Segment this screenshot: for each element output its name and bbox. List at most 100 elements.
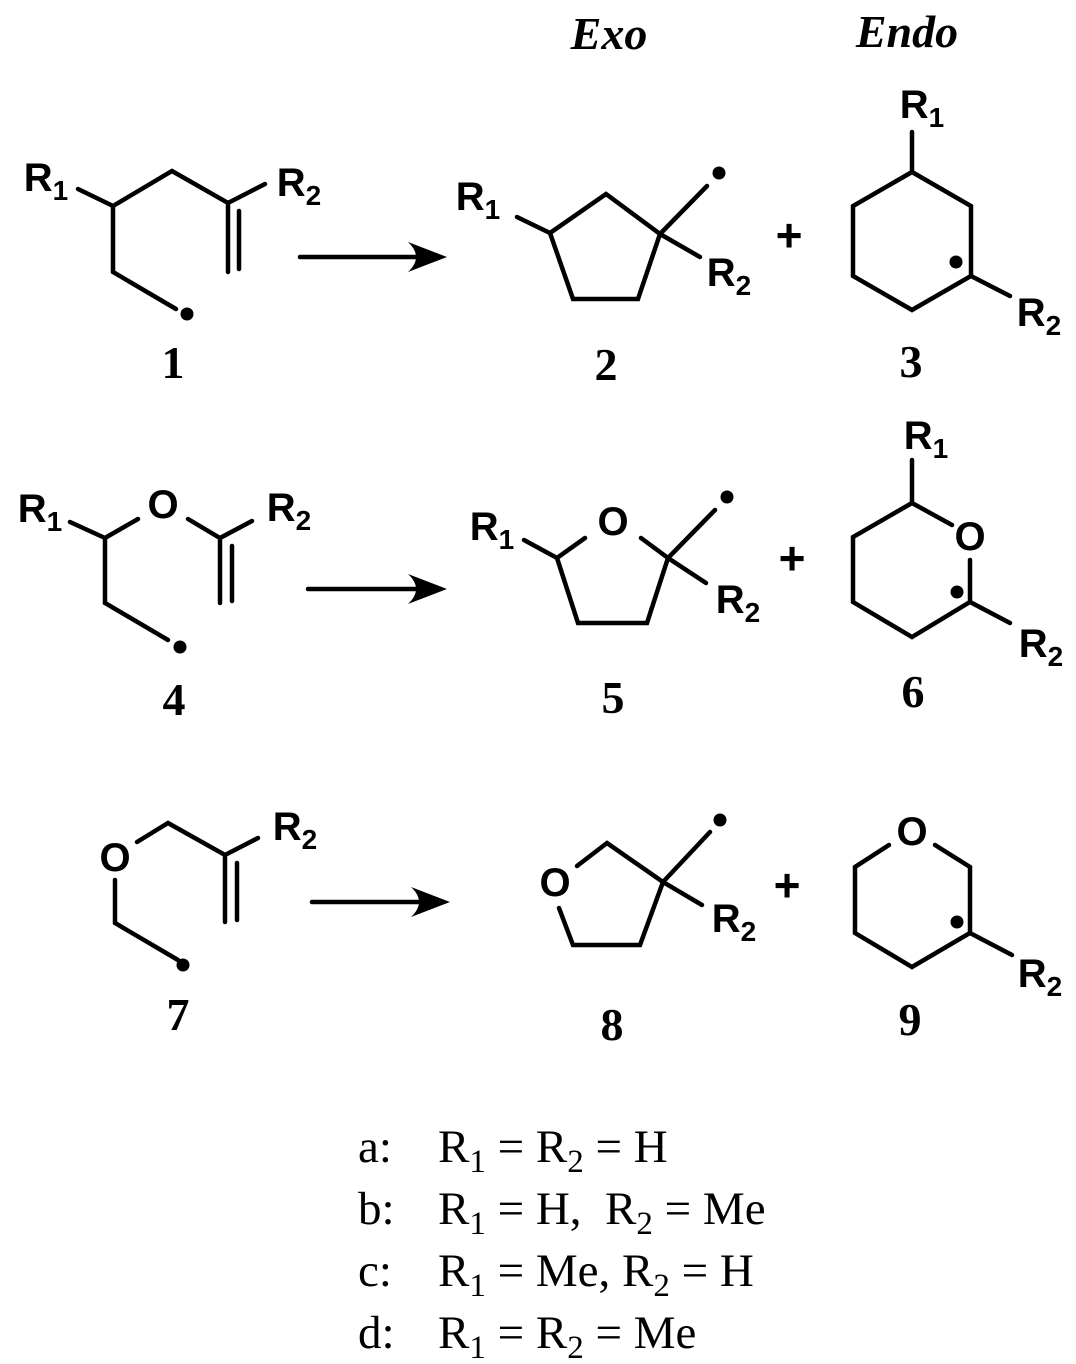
reaction-arrow-1 — [297, 242, 447, 272]
arrow-head-icon — [408, 574, 447, 604]
r-subscript-2: 2 — [1045, 310, 1062, 341]
structure-7-skeleton — [112, 820, 261, 972]
r-symbol: R — [1017, 952, 1047, 996]
r-subscript-2: 2 — [1046, 971, 1063, 1002]
oxygen-label: O — [896, 810, 928, 854]
r-subscript-2: 2 — [305, 180, 322, 211]
structure-2-skeleton — [514, 166, 726, 302]
r1-label: R1 — [23, 156, 68, 205]
radical-dot — [712, 166, 726, 180]
radical-dot — [950, 585, 964, 599]
r1-label: R1 — [18, 489, 62, 536]
r2-label: R2 — [266, 486, 311, 535]
r-subscript-2: 2 — [1047, 641, 1064, 672]
r-symbol: R — [711, 897, 741, 941]
r-subscript-1: 1 — [932, 433, 949, 464]
r-symbol: R — [266, 486, 296, 530]
structure-6-skeleton — [850, 457, 1013, 640]
r-symbol: R — [469, 505, 499, 549]
endo-header: Endo — [855, 6, 959, 57]
r-subscript-1: 1 — [498, 524, 515, 555]
compound-number-5: 5 — [601, 672, 625, 723]
r-symbol: R — [272, 805, 302, 849]
r-symbol: R — [455, 175, 485, 219]
r-subscript-2: 2 — [744, 597, 761, 628]
r1-label: R1 — [903, 414, 948, 463]
structure-4-bonds — [67, 516, 255, 643]
compound-number-8: 8 — [600, 999, 624, 1050]
r2-label: R2 — [715, 578, 760, 627]
oxygen-label: O — [539, 861, 571, 905]
legend-formula: R1 = R2 = H — [438, 1121, 668, 1180]
legend-formula: R1 = Me, R2 = H — [438, 1245, 754, 1304]
radical-dot — [176, 958, 190, 972]
radical-dot — [180, 307, 194, 321]
structure-9-skeleton — [852, 842, 1015, 970]
oxygen-label: O — [597, 500, 629, 544]
structure-1-skeleton — [75, 168, 268, 321]
r2-label: R2 — [711, 897, 756, 946]
legend-key: c: — [358, 1245, 392, 1297]
r-subscript-2: 2 — [740, 916, 757, 947]
r2-label: R2 — [706, 251, 751, 300]
r-subscript-2: 2 — [295, 505, 312, 536]
compound-number-3: 3 — [899, 336, 923, 387]
legend-key: d: — [358, 1307, 395, 1359]
compound-number-1: 1 — [161, 337, 185, 388]
radical-dot — [720, 490, 734, 504]
r-subscript-1: 1 — [52, 175, 69, 206]
r-subscript-1: 1 — [46, 506, 63, 537]
structure-6-bonds — [850, 457, 1013, 640]
legend-row-d: d: R1 = R2 = Me — [358, 1302, 766, 1364]
compound-number-2: 2 — [594, 339, 618, 390]
r2-label: R2 — [1017, 293, 1061, 340]
r-subscript-1: 1 — [484, 194, 501, 225]
legend-row-b: b: R1 = H, R2 = Me — [358, 1178, 766, 1242]
structure-3-bonds — [850, 129, 1013, 313]
r-symbol: R — [715, 578, 745, 622]
compound-number-7: 7 — [166, 989, 190, 1040]
r2-label: R2 — [276, 161, 321, 210]
radical-dot — [713, 813, 727, 827]
structure-2-bonds — [514, 183, 710, 302]
legend-key: a: — [358, 1121, 392, 1173]
exo-header: Exo — [570, 8, 648, 59]
r1-label: R1 — [899, 83, 944, 132]
r-symbol: R — [706, 251, 736, 295]
r1-label: R1 — [455, 175, 500, 224]
r-subscript-2: 2 — [301, 824, 318, 855]
r-symbol: R — [903, 414, 933, 458]
r2-label: R2 — [1017, 952, 1062, 1001]
structure-7-bonds — [112, 820, 261, 963]
plus-sign: + — [773, 859, 801, 911]
r-subscript-2: 2 — [735, 270, 752, 301]
radical-dot — [173, 640, 187, 654]
substituent-legend: a: R1 = R2 = H b: R1 = H, R2 = Me c: R1 … — [358, 1116, 766, 1364]
plus-sign: + — [775, 209, 803, 261]
legend-row-c: c: R1 = Me, R2 = H — [358, 1240, 766, 1304]
radical-dot — [949, 255, 963, 269]
r-symbol: R — [899, 83, 929, 127]
structure-9-bonds — [852, 842, 1015, 970]
r-symbol: R — [23, 156, 53, 200]
reaction-arrow-3 — [309, 887, 450, 917]
legend-formula: R1 = R2 = Me — [438, 1307, 697, 1364]
legend-row-a: a: R1 = R2 = H — [358, 1116, 766, 1180]
compound-number-6: 6 — [901, 666, 925, 717]
r-symbol: R — [1018, 622, 1048, 666]
structure-1-bonds — [75, 168, 268, 312]
compound-number-4: 4 — [162, 674, 186, 725]
legend-key: b: — [358, 1183, 395, 1235]
structure-8-bonds — [556, 829, 713, 948]
legend-formula: R1 = H, R2 = Me — [438, 1183, 766, 1242]
r1-label: R1 — [469, 505, 514, 554]
r-subscript-1: 1 — [928, 102, 945, 133]
r2-label: R2 — [1018, 622, 1063, 671]
oxygen-label: O — [147, 483, 179, 527]
oxygen-label: O — [954, 515, 986, 559]
arrow-head-icon — [408, 242, 447, 272]
r2-label: R2 — [272, 805, 317, 854]
r-symbol: R — [276, 161, 306, 205]
